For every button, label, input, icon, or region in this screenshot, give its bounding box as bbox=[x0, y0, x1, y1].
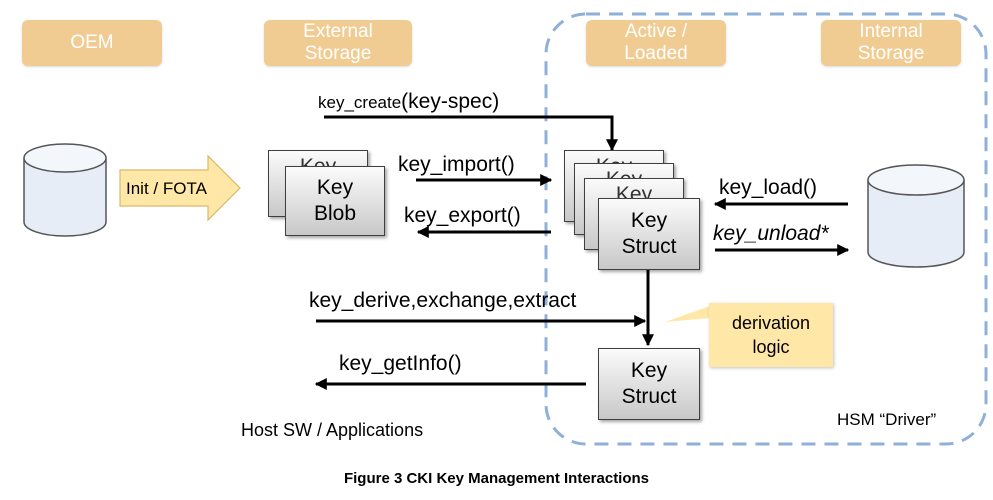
header-internal-storage: Internal Storage bbox=[821, 20, 961, 66]
derivation-callout-pointer bbox=[665, 306, 710, 322]
key-struct-label: Key Struct bbox=[621, 209, 677, 258]
key-struct-front: Key Struct bbox=[598, 198, 700, 270]
key-struct-derived-label: Key Struct bbox=[621, 359, 677, 408]
init-fota-label: Init / FOTA bbox=[126, 179, 207, 198]
key-blob-front: Key Blob bbox=[285, 166, 385, 236]
key-load-label: key_load() bbox=[719, 176, 818, 199]
key-blob-label: Key Blob bbox=[313, 176, 357, 225]
host-sw-label: Host SW / Applications bbox=[241, 420, 424, 440]
init-fota-arrow bbox=[119, 154, 241, 222]
internal-storage-cylinder bbox=[867, 164, 965, 268]
key-import-label: key_import() bbox=[398, 153, 515, 176]
hsm-driver-label: HSM “Driver” bbox=[837, 410, 937, 429]
derivation-logic-note: derivation logic bbox=[709, 303, 833, 367]
header-oem: OEM bbox=[22, 20, 162, 66]
key-derive-label: key_derive,exchange,extract bbox=[309, 289, 577, 312]
header-active-loaded: Active / Loaded bbox=[586, 20, 726, 66]
key-getinfo-label: key_getInfo() bbox=[339, 352, 462, 375]
header-external-storage: External Storage bbox=[264, 20, 412, 66]
key-create-arrow bbox=[324, 115, 618, 152]
key-unload-label: key_unload* bbox=[713, 222, 829, 245]
oem-storage-cylinder bbox=[23, 143, 107, 237]
figure-caption: Figure 3 CKI Key Management Interactions bbox=[343, 470, 650, 487]
key-export-label: key_export() bbox=[404, 204, 521, 227]
hsm-boundary bbox=[544, 12, 988, 446]
key-create-label: key_create(key-spec) bbox=[318, 90, 500, 113]
key-struct-derived: Key Struct bbox=[598, 348, 700, 420]
